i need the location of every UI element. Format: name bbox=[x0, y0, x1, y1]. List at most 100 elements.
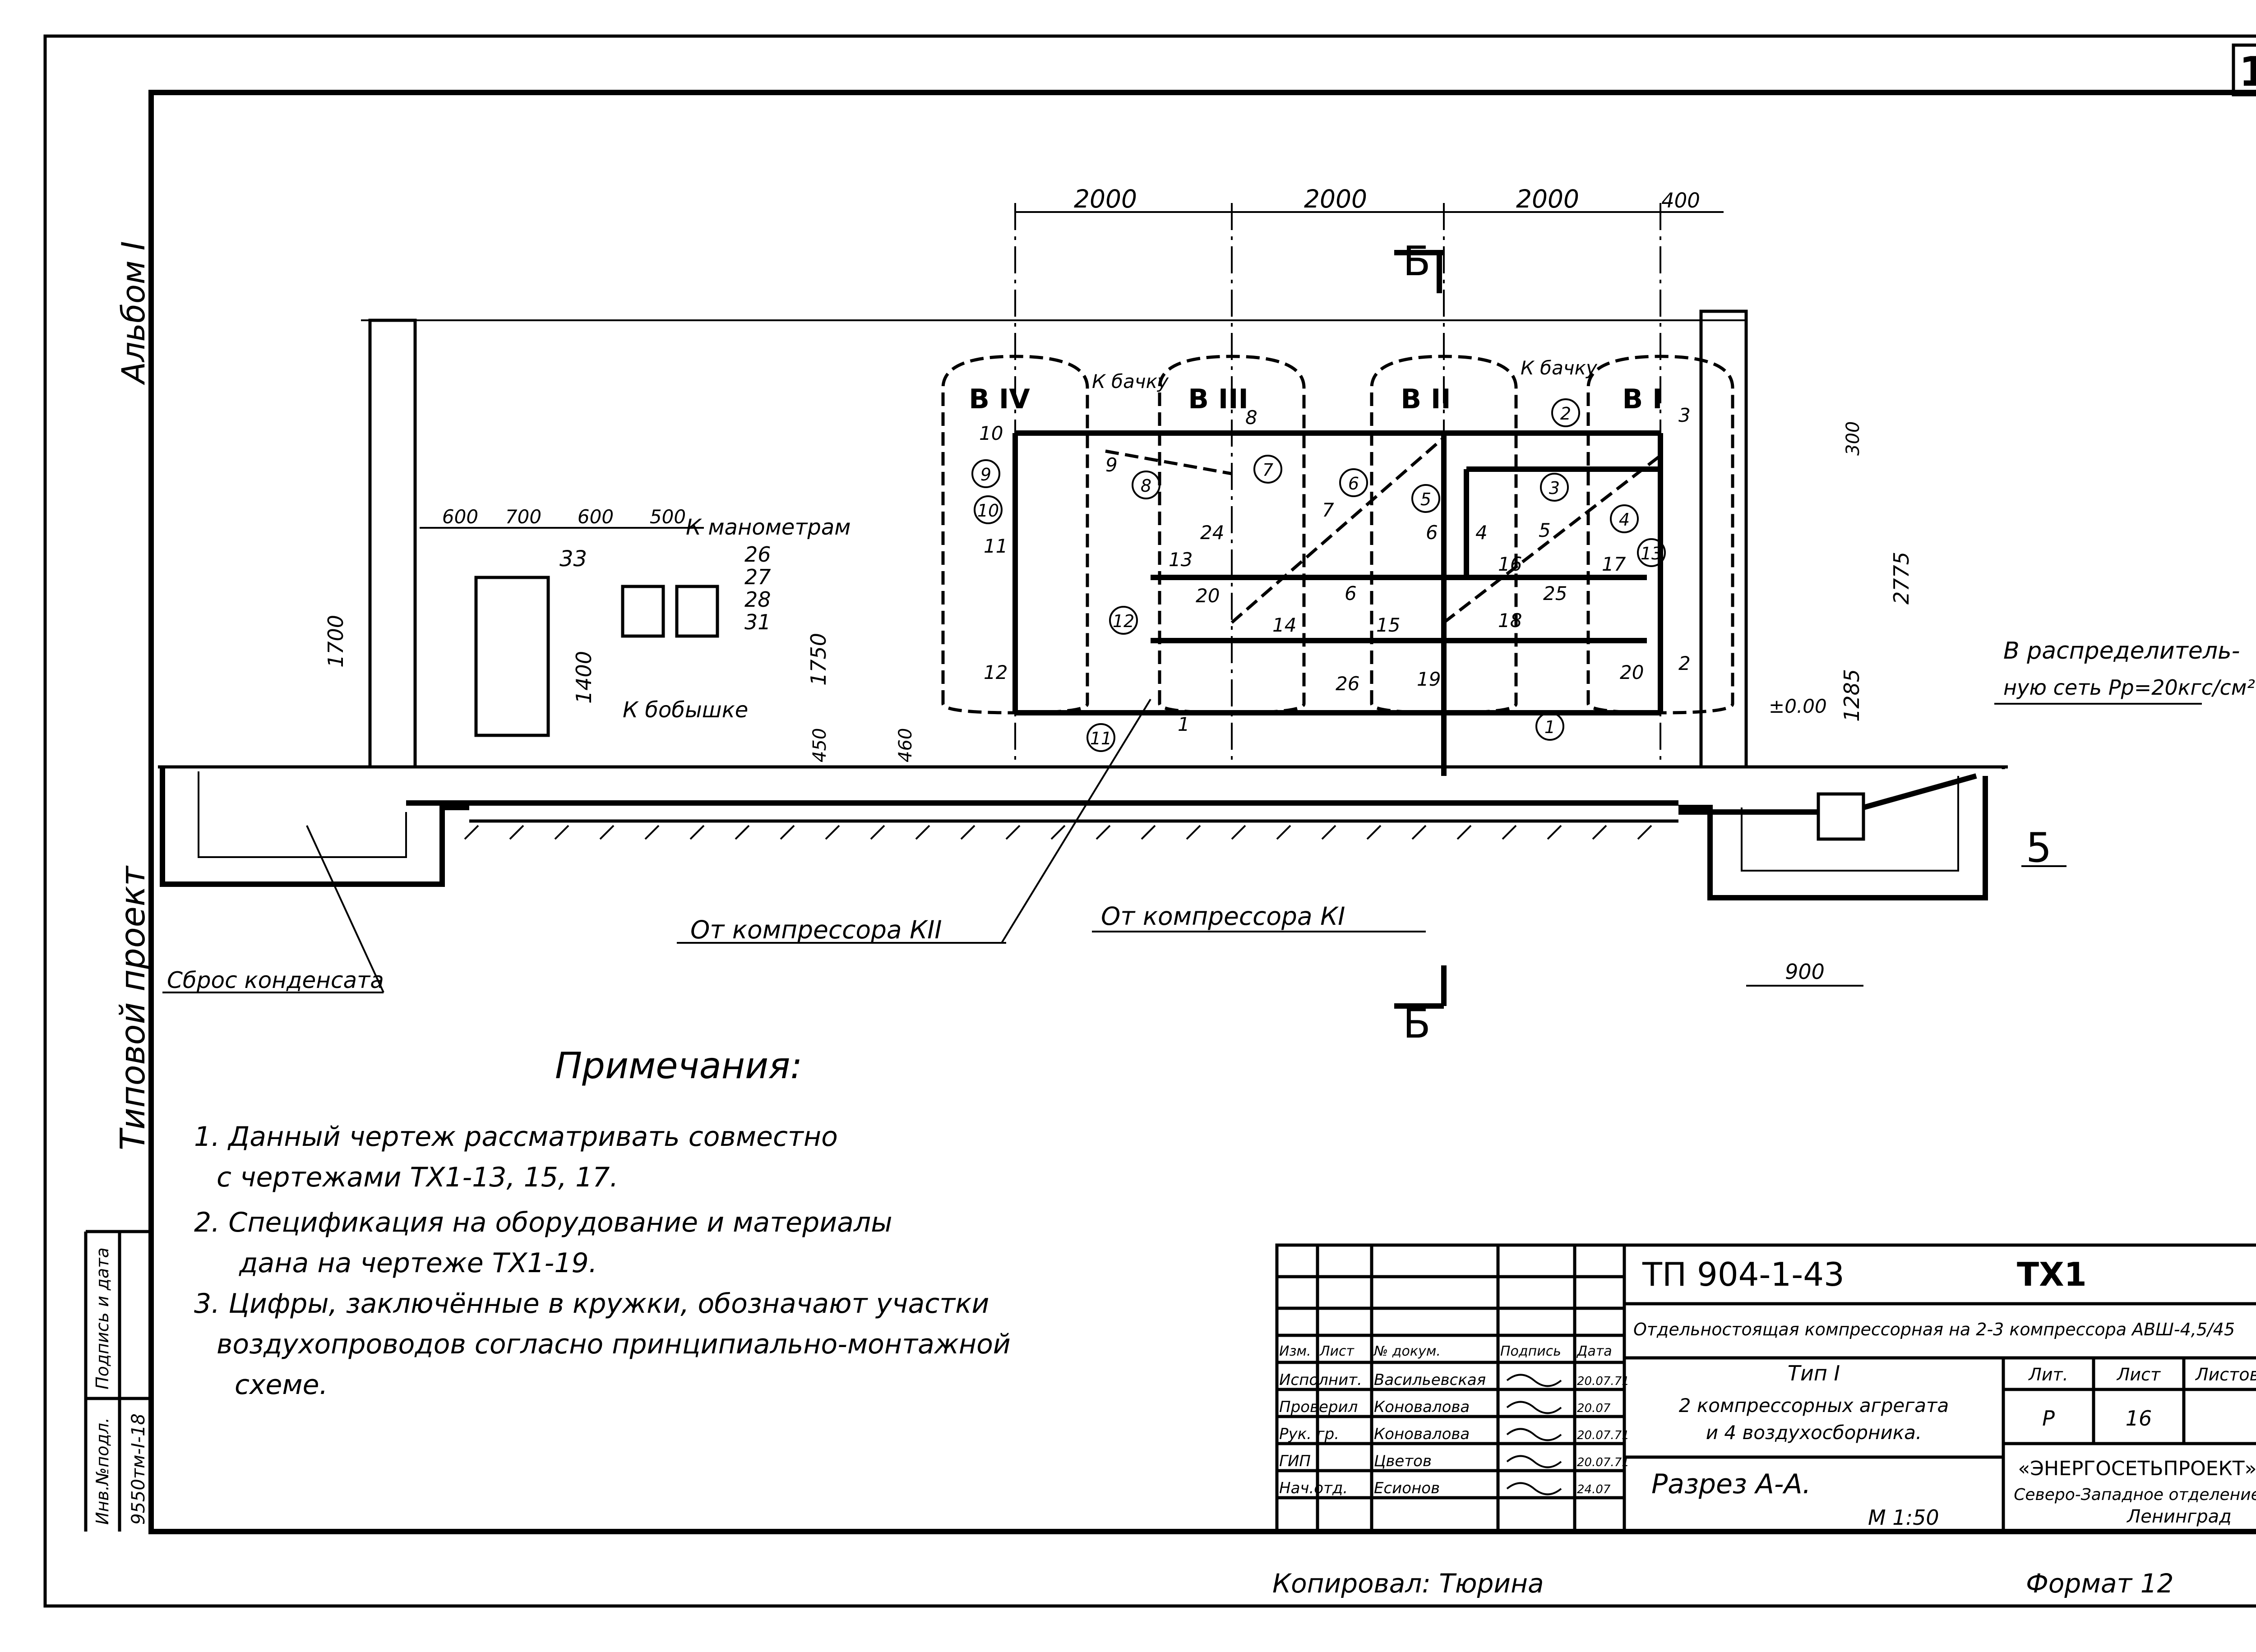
title-block-grid bbox=[1275, 1243, 2256, 1533]
valve-19: 19 bbox=[1417, 668, 1441, 690]
pump-pit bbox=[1678, 776, 1988, 900]
dim-pump: 900 bbox=[1785, 960, 1825, 984]
level-mark: ±0.00 bbox=[1769, 695, 1827, 717]
equip-33: 33 bbox=[559, 546, 587, 572]
outer-border bbox=[43, 34, 2256, 1608]
vessel-2-label: В II bbox=[1401, 383, 1451, 415]
tb-row-4-date: 24.07 bbox=[1577, 1483, 1611, 1496]
left-wall bbox=[368, 318, 417, 769]
valve-20a: 20 bbox=[1620, 661, 1644, 683]
tb-row-0-date: 20.07.71 bbox=[1577, 1375, 1629, 1388]
tb-org-1: «ЭНЕРГОСЕТЬПРОЕКТ» bbox=[2018, 1457, 2256, 1480]
tb-col-headers: Изм. Лист № докум. Подпись Дата bbox=[1279, 1343, 1612, 1359]
inner-frame bbox=[148, 90, 2256, 1534]
callout-boss: К бобышке bbox=[623, 697, 748, 723]
callout-gauges: К манометрам bbox=[686, 515, 851, 540]
cabinet-33 bbox=[474, 576, 550, 737]
circle-5: 5 bbox=[1420, 489, 1431, 509]
valve-11: 11 bbox=[984, 535, 1008, 557]
note-1b: с чертежами ТХ1-13, 15, 17. bbox=[217, 1162, 619, 1193]
tb-col-doc: № докум. bbox=[1373, 1343, 1441, 1359]
tb-row-2-role: Рук. гр. bbox=[1279, 1425, 1339, 1443]
tb-col-date: Дата bbox=[1576, 1343, 1612, 1359]
note-2b: дана на чертеже ТХ1-19. bbox=[239, 1247, 597, 1279]
circle-6: 6 bbox=[1348, 474, 1359, 494]
valve-2: 2 bbox=[1678, 652, 1691, 674]
equip-31: 31 bbox=[744, 610, 771, 634]
notes-title: Примечания: bbox=[555, 1045, 802, 1087]
dim-h-1750: 1750 bbox=[806, 633, 831, 686]
valve-8: 8 bbox=[1245, 406, 1257, 429]
tb-col-sign: Подпись bbox=[1500, 1343, 1561, 1359]
piping bbox=[1012, 430, 1663, 776]
valve-3: 3 bbox=[1678, 404, 1691, 426]
dim-left-2: 700 bbox=[505, 506, 541, 528]
dashed-piping bbox=[1105, 436, 1662, 624]
album-label: Альбом I bbox=[115, 241, 152, 385]
note-1a: 1. Данный чертеж рассматривать совместно bbox=[194, 1121, 838, 1153]
callout-distribution: В распределитель- bbox=[2003, 637, 2240, 664]
callout-distribution-2: ную сеть Рр=20кгс/см² bbox=[2003, 675, 2255, 700]
valve-18: 18 bbox=[1498, 609, 1522, 632]
tb-row-4-role: Нач.отд. bbox=[1279, 1479, 1348, 1497]
tb-row-0-name: Васильевская bbox=[1374, 1371, 1486, 1389]
circle-13: 13 bbox=[1641, 544, 1662, 563]
tb-org-2: Северо-Западное отделение bbox=[2014, 1486, 2256, 1504]
tb-sheet-header: Лист bbox=[2116, 1365, 2161, 1384]
tb-row-3-date: 20.07.71 bbox=[1577, 1456, 1629, 1469]
inv-label: Инв.№подл. bbox=[92, 1417, 112, 1525]
dim-h-450: 450 bbox=[809, 728, 830, 762]
circle-4: 4 bbox=[1619, 510, 1630, 530]
pump-pit-inner bbox=[1741, 776, 1959, 872]
dim-h-2775: 2775 bbox=[1889, 552, 1914, 605]
equip-28: 28 bbox=[744, 587, 771, 612]
circle-12: 12 bbox=[1113, 611, 1134, 631]
circle-2: 2 bbox=[1560, 404, 1571, 424]
tb-mark: ТХ1 bbox=[2017, 1255, 2087, 1293]
valve-24: 24 bbox=[1200, 521, 1224, 544]
tb-scale: М 1:50 bbox=[1868, 1505, 1939, 1530]
dim-h-300: 300 bbox=[1843, 421, 1863, 456]
tb-lit-header: Лит. bbox=[2028, 1365, 2068, 1384]
valve-6b: 6 bbox=[1345, 582, 1357, 605]
tb-row-1-name: Коновалова bbox=[1374, 1398, 1470, 1416]
vessel-3-label: В III bbox=[1188, 383, 1248, 415]
tb-sheets-header: Листов bbox=[2195, 1365, 2256, 1384]
callout-from-k1: От компрессора КI bbox=[1101, 902, 1345, 931]
tb-col-list: Лист bbox=[1319, 1343, 1355, 1359]
valve-25: 25 bbox=[1543, 582, 1567, 605]
tb-code: ТП 904-1-43 bbox=[1642, 1255, 1845, 1293]
pump-body bbox=[1817, 792, 1865, 841]
note-2a: 2. Спецификация на оборудование и матери… bbox=[194, 1207, 892, 1238]
tb-org-3: Ленинград bbox=[2126, 1506, 2232, 1527]
dim-left-3: 600 bbox=[578, 506, 614, 528]
inv-value: 9550тм-I-18 bbox=[128, 1413, 149, 1525]
gauge-1 bbox=[621, 585, 665, 638]
vessels-group bbox=[941, 355, 1734, 715]
vessel-1-label: В I bbox=[1623, 383, 1663, 415]
dim-h-460: 460 bbox=[895, 728, 916, 762]
leader-k2-diag bbox=[1001, 698, 1151, 944]
section-mark-bottom: Б bbox=[1403, 1000, 1431, 1047]
footer-format: Формат 12 bbox=[2026, 1568, 2174, 1599]
pit-inner bbox=[198, 771, 407, 858]
tb-rows: Исполнит. Васильевская 20.07.71 Проверил… bbox=[1279, 1371, 1629, 1497]
tb-sheet: 16 bbox=[2126, 1406, 2152, 1431]
valve-4: 4 bbox=[1475, 521, 1488, 544]
project-label: Типовой проект bbox=[113, 865, 153, 1150]
valve-5: 5 bbox=[1539, 519, 1551, 541]
tb-row-0-role: Исполнит. bbox=[1279, 1371, 1362, 1389]
section-mark-top: Б bbox=[1403, 238, 1431, 285]
circle-8: 8 bbox=[1141, 476, 1151, 496]
tb-description: Отдельностоящая компрессорная на 2-3 ком… bbox=[1633, 1320, 2235, 1339]
tb-lit: Р bbox=[2042, 1406, 2055, 1431]
callout-tank-2: К бачку bbox=[1521, 357, 1598, 379]
callout-from-k2: От компрессора КII bbox=[690, 915, 942, 944]
vessel-4-label: В IV bbox=[969, 383, 1030, 415]
tb-row-4-name: Есионов bbox=[1374, 1479, 1440, 1497]
sheet-number: 17 bbox=[2239, 48, 2256, 96]
leader-condensate-diag bbox=[306, 825, 384, 993]
tb-type-title: Тип I bbox=[1788, 1361, 1840, 1385]
pump-outlet bbox=[1863, 773, 1977, 810]
valve-1: 1 bbox=[1178, 713, 1190, 735]
